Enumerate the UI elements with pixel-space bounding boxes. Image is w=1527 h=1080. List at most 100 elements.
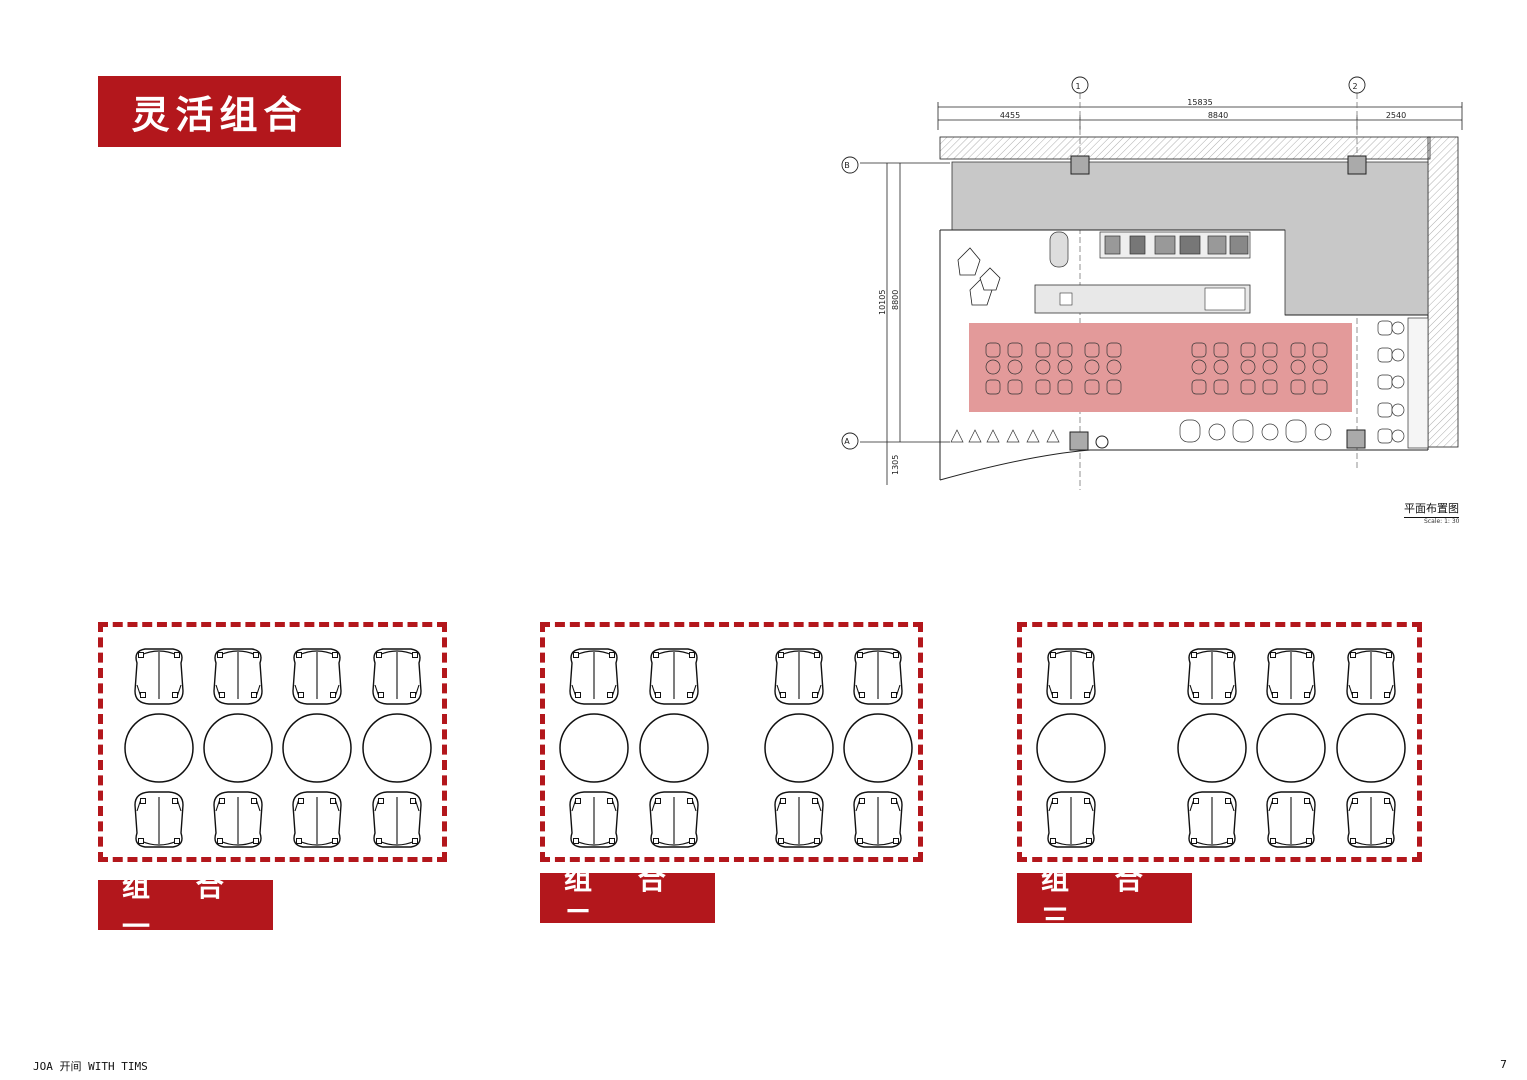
plan-stool bbox=[1046, 429, 1060, 443]
chair bbox=[649, 648, 699, 705]
chair bbox=[1346, 648, 1396, 705]
combo-layout bbox=[1036, 648, 1406, 848]
page-number: 7 bbox=[1500, 1058, 1507, 1071]
plan-table bbox=[1106, 359, 1122, 375]
chair bbox=[774, 791, 824, 848]
floor-plan: 1 2 B A 15835 4455 8840 2540 10105 8800 … bbox=[841, 76, 1463, 490]
round-table bbox=[1256, 713, 1326, 783]
plan-axis-1: 1 bbox=[1075, 82, 1080, 91]
round-table bbox=[639, 713, 709, 783]
combo-frame-one bbox=[98, 622, 447, 862]
plan-table bbox=[1391, 321, 1405, 335]
plan-chair bbox=[1191, 342, 1207, 358]
chair bbox=[292, 648, 342, 705]
plan-stool bbox=[1026, 429, 1040, 443]
plan-chair bbox=[1035, 379, 1051, 395]
plan-caption: 平面布置图 bbox=[1404, 500, 1459, 518]
chair bbox=[853, 791, 903, 848]
plan-chair bbox=[1262, 379, 1278, 395]
round-table bbox=[282, 713, 352, 783]
round-table bbox=[1036, 713, 1106, 783]
combo-label-one: 组 合 一 bbox=[98, 870, 273, 943]
page-title: 灵活组合 bbox=[98, 76, 341, 147]
plan-chair bbox=[1377, 374, 1393, 390]
plan-chair bbox=[1213, 379, 1229, 395]
plan-chair bbox=[985, 342, 1001, 358]
plan-chair bbox=[1312, 379, 1328, 395]
combo-label-three: 组 合 三 bbox=[1017, 863, 1192, 936]
plan-chair bbox=[985, 379, 1001, 395]
round-table bbox=[124, 713, 194, 783]
combo-frame-three bbox=[1017, 622, 1422, 862]
plan-stool bbox=[1006, 429, 1020, 443]
plan-chair bbox=[1084, 342, 1100, 358]
chair bbox=[1266, 791, 1316, 848]
plan-table bbox=[1007, 359, 1023, 375]
plan-dim-total: 15835 bbox=[1187, 98, 1212, 107]
plan-table bbox=[1290, 359, 1306, 375]
combo-layout bbox=[559, 648, 913, 848]
plan-chair bbox=[1106, 379, 1122, 395]
plan-armchair bbox=[1179, 419, 1201, 443]
chair bbox=[853, 648, 903, 705]
chair bbox=[649, 791, 699, 848]
plan-table bbox=[1262, 359, 1278, 375]
plan-chair bbox=[1106, 342, 1122, 358]
plan-table bbox=[985, 359, 1001, 375]
plan-chair bbox=[1240, 379, 1256, 395]
plan-stool bbox=[950, 429, 964, 443]
plan-chair bbox=[1191, 379, 1207, 395]
plan-chair bbox=[1377, 320, 1393, 336]
plan-table bbox=[1314, 423, 1332, 441]
plan-table bbox=[1191, 359, 1207, 375]
plan-chair bbox=[1290, 379, 1306, 395]
plan-chair bbox=[1240, 342, 1256, 358]
chair bbox=[569, 791, 619, 848]
chair bbox=[372, 648, 422, 705]
chair bbox=[1046, 791, 1096, 848]
chair bbox=[1187, 648, 1237, 705]
chair bbox=[213, 791, 263, 848]
plan-chair bbox=[1084, 379, 1100, 395]
round-table bbox=[764, 713, 834, 783]
footer-brand: JOA 开间 WITH TIMS bbox=[33, 1060, 148, 1073]
plan-chair bbox=[1312, 342, 1328, 358]
plan-table bbox=[1312, 359, 1328, 375]
chair bbox=[1266, 648, 1316, 705]
round-table bbox=[1177, 713, 1247, 783]
plan-armchair bbox=[1285, 419, 1307, 443]
chair bbox=[1187, 791, 1237, 848]
plan-armchair bbox=[1232, 419, 1254, 443]
chair bbox=[774, 648, 824, 705]
chair bbox=[134, 648, 184, 705]
plan-table bbox=[1261, 423, 1279, 441]
plan-chair bbox=[1057, 342, 1073, 358]
plan-table bbox=[1391, 375, 1405, 389]
plan-chair bbox=[1035, 342, 1051, 358]
plan-chair bbox=[1377, 428, 1393, 444]
round-table bbox=[843, 713, 913, 783]
plan-dim-left-3: 1305 bbox=[891, 455, 900, 475]
plan-chair bbox=[1377, 402, 1393, 418]
plan-chair bbox=[1290, 342, 1306, 358]
chair bbox=[569, 648, 619, 705]
plan-stool bbox=[968, 429, 982, 443]
plan-table bbox=[1084, 359, 1100, 375]
plan-table bbox=[1391, 403, 1405, 417]
plan-dim-seg3: 2540 bbox=[1386, 111, 1406, 120]
plan-table bbox=[1240, 359, 1256, 375]
plan-dim-left-1: 10105 bbox=[878, 290, 887, 315]
round-table bbox=[1336, 713, 1406, 783]
plan-chair bbox=[1007, 342, 1023, 358]
chair bbox=[292, 791, 342, 848]
chair bbox=[213, 648, 263, 705]
combo-layout bbox=[124, 648, 432, 848]
combo-frame-two bbox=[540, 622, 923, 862]
chair bbox=[134, 791, 184, 848]
plan-table bbox=[1057, 359, 1073, 375]
plan-axis-b: B bbox=[844, 161, 850, 170]
plan-chair bbox=[1057, 379, 1073, 395]
plan-chair bbox=[1213, 342, 1229, 358]
plan-dim-left-2: 8800 bbox=[891, 290, 900, 310]
round-table bbox=[203, 713, 273, 783]
